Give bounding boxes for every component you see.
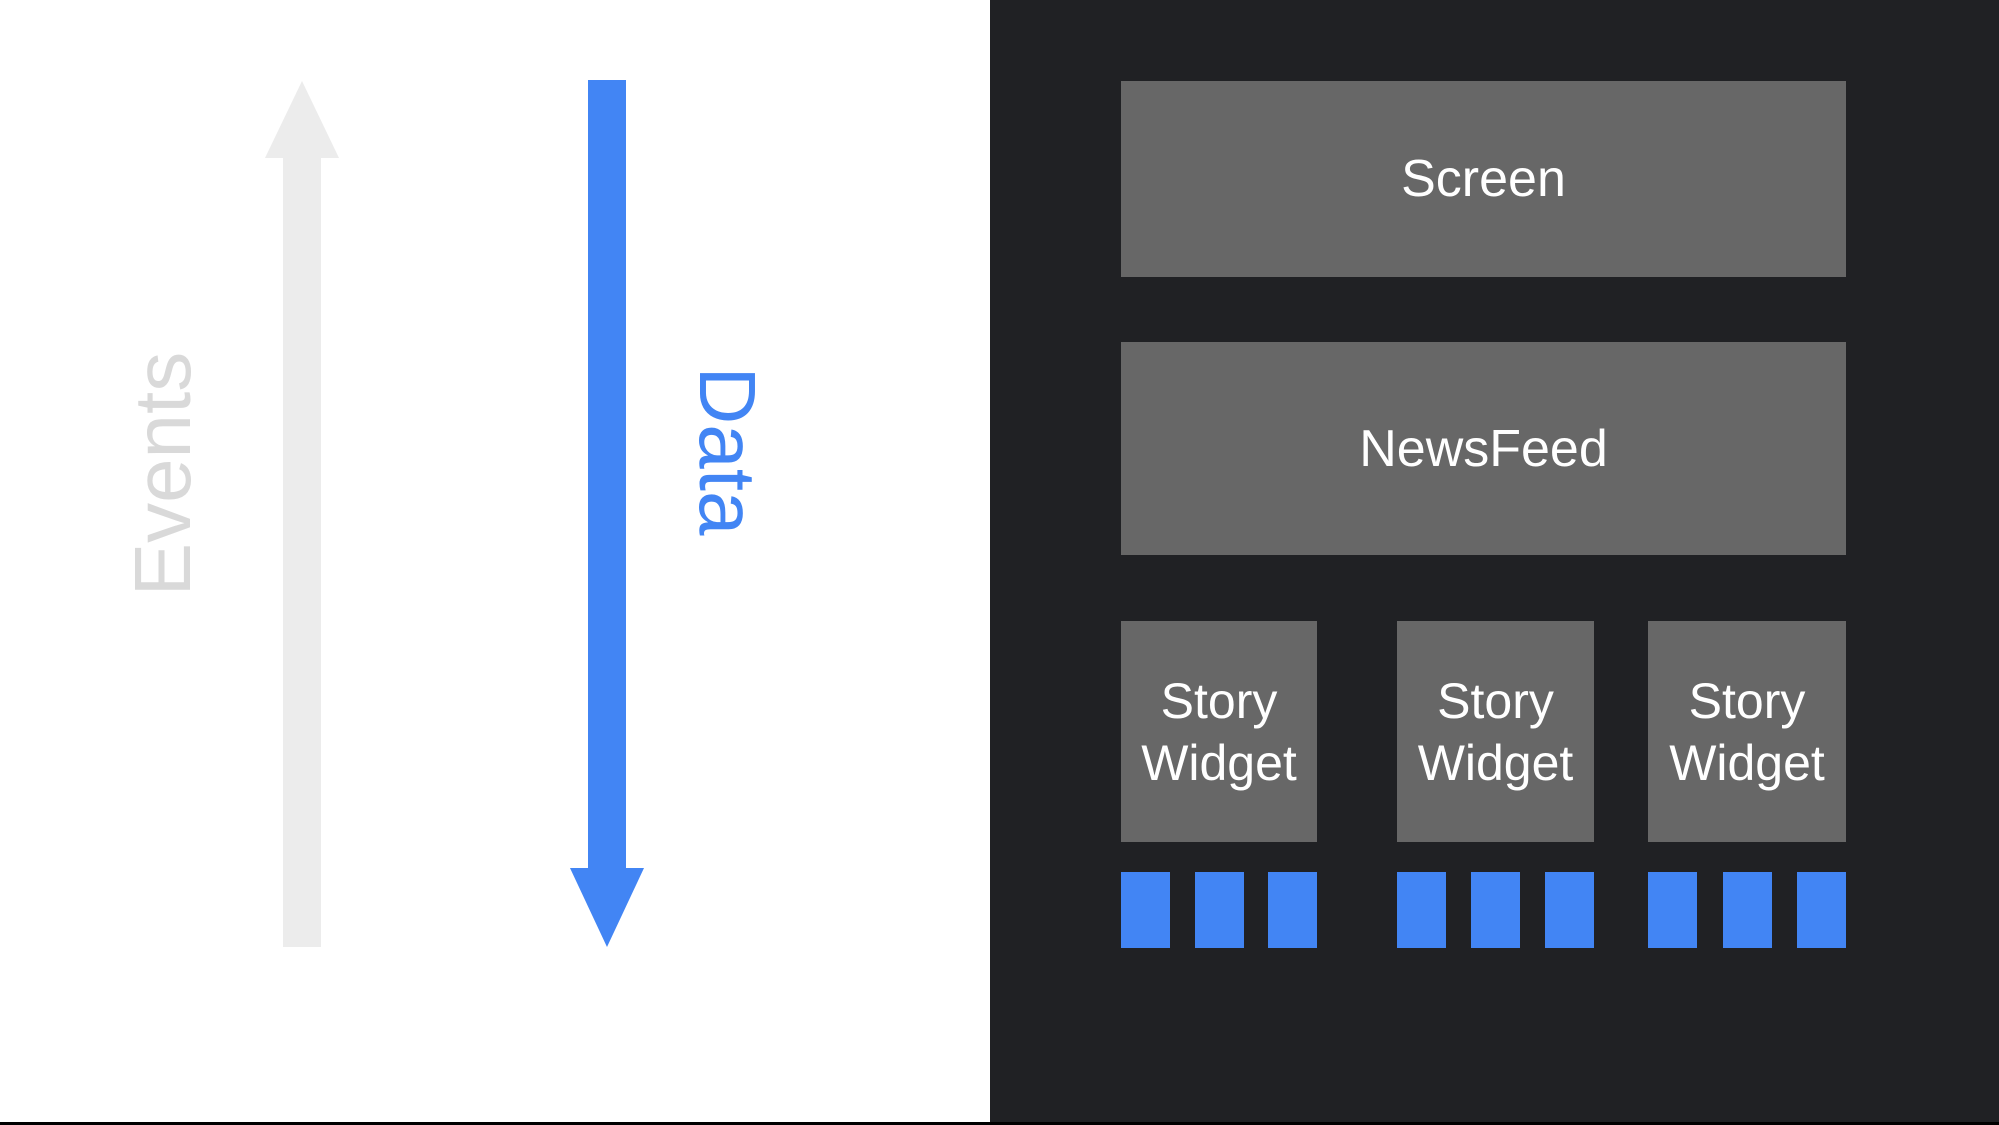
story-widget-label: Story Widget — [1669, 672, 1825, 791]
newsfeed-widget-label: NewsFeed — [1359, 419, 1608, 478]
events-label: Events — [118, 351, 207, 597]
data-blocks-group-3 — [1648, 872, 1846, 948]
data-label: Data — [683, 366, 772, 536]
newsfeed-widget-box: NewsFeed — [1121, 342, 1846, 555]
story-widget-label: Story Widget — [1141, 672, 1297, 791]
bottom-border — [0, 1122, 1999, 1125]
data-blocks-group-1 — [1121, 872, 1317, 948]
data-block — [1194, 872, 1244, 948]
story-widget-box-3: Story Widget — [1648, 621, 1846, 842]
data-block — [1471, 872, 1520, 948]
events-up-arrow-shaft — [283, 155, 321, 947]
story-widget-box-1: Story Widget — [1121, 621, 1317, 842]
story-widget-label: Story Widget — [1417, 672, 1574, 791]
data-down-arrowhead-icon — [570, 868, 644, 947]
data-block — [1545, 872, 1594, 948]
events-up-arrowhead-icon — [265, 81, 339, 158]
story-widget-box-2: Story Widget — [1397, 621, 1594, 842]
data-blocks-group-2 — [1397, 872, 1594, 948]
data-block — [1797, 872, 1846, 948]
data-block — [1722, 872, 1772, 948]
data-down-arrow-shaft — [588, 80, 626, 870]
data-block — [1397, 872, 1446, 948]
data-block — [1268, 872, 1317, 948]
screen-widget-box: Screen — [1121, 81, 1846, 277]
screen-widget-label: Screen — [1401, 150, 1566, 208]
data-block — [1121, 872, 1170, 948]
data-block — [1648, 872, 1697, 948]
